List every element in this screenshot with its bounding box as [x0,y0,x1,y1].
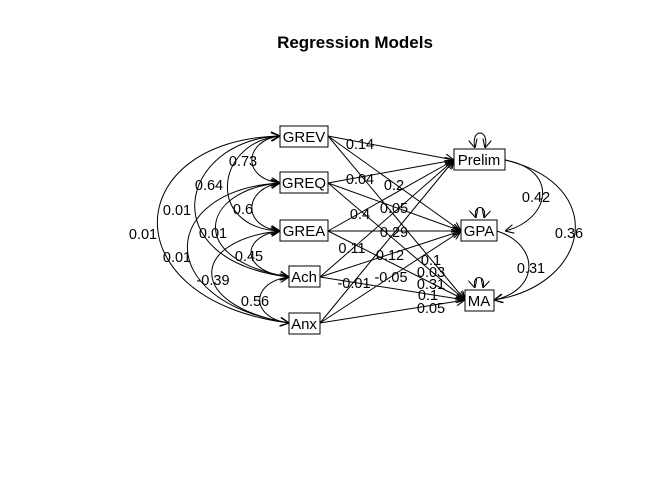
residual-covariances [494,159,576,300]
coef-grev-ach: 0.01 [163,203,191,219]
node-label-grev: GREV [283,129,326,146]
coef-grev-ma: 0.05 [380,201,408,217]
covariance-arcs [157,136,289,323]
coef-grev-greq: 0.73 [229,154,257,170]
coef-ach-prelim: 0.11 [338,241,365,257]
node-label-prelim: Prelim [458,152,501,169]
coef-anx-gpa: 0.1 [418,288,438,304]
coef-grev-grea: 0.64 [195,178,223,194]
node-label-ach: Ach [291,269,317,286]
path-greq-gpa [327,182,461,231]
arc-gpa-ma [494,230,530,300]
coef-greq-prelim: 0.04 [346,172,374,188]
node-label-gpa: GPA [464,223,495,240]
node-prelim: Prelim [453,148,506,171]
arc-grea-anx [211,231,289,323]
arc-greq-grea [251,183,280,231]
coef-greq-ma: 0.1 [421,253,441,269]
coefficient-labels: 0.73 0.64 0.6 0.01 0.01 0.45 0.01 0.01 -… [129,137,583,317]
diagram-title: Regression Models [277,33,433,52]
arc-grev-grea [227,136,280,231]
path-anx-ma [319,300,465,324]
node-ma: MA [464,289,495,312]
arc-prelim-ma [494,159,576,300]
node-greq: GREQ [279,171,329,194]
path-grev-gpa [327,135,461,231]
coef-grev-prelim: 0.14 [346,137,374,153]
coef-greq-ach: 0.01 [199,226,227,242]
path-greq-ma [327,182,465,300]
coef-grea-prelim: 0.4 [350,207,370,223]
arc-ach-anx [259,277,289,323]
path-ach-ma [319,276,465,300]
node-gpa: GPA [460,219,498,242]
arc-grev-anx [157,136,289,323]
loop-prelim [474,132,486,148]
coef-ach-ma: 0.31 [417,277,445,293]
coef-gpa-ma: 0.31 [517,261,545,277]
node-label-anx: Anx [291,316,317,333]
coef-greq-grea: 0.6 [233,202,253,218]
coef-grev-anx: 0.01 [129,227,157,243]
coef-ach-anx: 0.56 [241,294,269,310]
coef-greq-gpa: 0.29 [380,225,408,241]
node-label-grea: GREA [283,223,326,240]
loop-ma [474,277,483,289]
path-grea-prelim [327,160,454,232]
coef-anx-ma: 0.05 [417,301,445,317]
loop-gpa [475,207,484,219]
coef-ach-gpa: -0.05 [374,270,407,286]
coef-grea-anx: -0.39 [196,273,229,289]
coef-anx-prelim: -0.01 [337,276,370,292]
path-grev-prelim [327,135,454,160]
variance-loops [474,132,486,289]
path-grev-ma [327,135,465,300]
path-greq-prelim [327,160,454,184]
arc-greq-ach [215,183,289,277]
arc-grev-greq [251,136,280,183]
path-grea-ma [327,230,465,300]
coef-prelim-ma: 0.36 [555,226,583,242]
node-label-ma: MA [468,293,491,310]
path-anx-prelim [319,160,454,324]
node-anx: Anx [288,312,321,335]
path-anx-gpa [319,231,461,324]
coef-grea-ach: 0.45 [235,249,263,265]
node-grea: GREA [279,219,329,242]
coef-grev-gpa: 0.2 [384,178,404,194]
arc-grev-ach [194,136,289,277]
coef-grea-gpa: 0.12 [376,248,404,264]
coef-prelim-gpa: 0.42 [522,190,550,206]
path-ach-prelim [319,160,454,278]
node-label-greq: GREQ [282,175,326,192]
node-grev: GREV [279,125,329,148]
node-ach: Ach [288,265,321,288]
path-ach-gpa [319,231,461,278]
coef-greq-anx: 0.01 [163,250,191,266]
coef-grea-ma: 0.03 [417,265,445,281]
regression-paths [319,135,465,324]
arc-greq-anx [186,183,289,323]
